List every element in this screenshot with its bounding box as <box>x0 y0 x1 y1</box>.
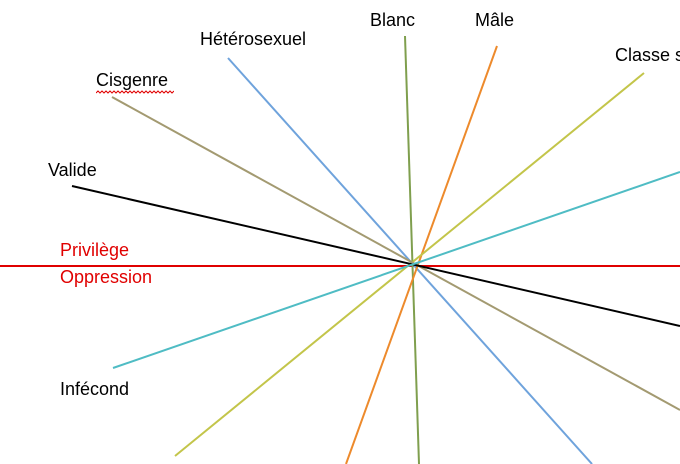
label-valide: Valide <box>48 160 97 180</box>
label-oppression: Oppression <box>60 267 153 287</box>
label-male: Mâle <box>475 10 515 30</box>
spellcheck-underline <box>96 90 174 94</box>
axis-line-valide <box>71 185 680 327</box>
axis-line-blanc <box>404 35 420 464</box>
axis-line-cisgenre <box>111 96 680 411</box>
label-privilege: Privilège <box>60 240 130 260</box>
axis-line-infecond <box>112 171 680 369</box>
label-heterosexuel: Hétérosexuel <box>200 29 307 49</box>
label-infecond: Infécond <box>60 379 130 399</box>
label-cisgenre: Cisgenre <box>96 70 169 90</box>
label-classe: Classe s <box>615 45 680 65</box>
label-blanc: Blanc <box>370 10 416 30</box>
